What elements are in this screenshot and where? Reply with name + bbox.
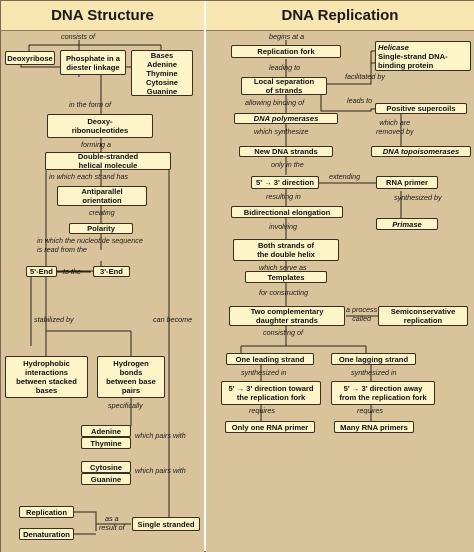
away-from-fork-box: 5' → 3' direction away from the replicat… bbox=[331, 381, 435, 405]
label-to-the: to the bbox=[63, 267, 81, 276]
deoxyribose-box: Deoxyribose bbox=[5, 51, 55, 65]
label-a-process-called: a process called bbox=[346, 305, 378, 323]
label-which-synthesize: which synthesize bbox=[254, 127, 309, 136]
label-forming-a: forming a bbox=[81, 140, 111, 149]
local-separation-box: Local separation of strands bbox=[241, 77, 327, 95]
label-leading-to: leading to bbox=[269, 63, 301, 72]
deoxyribonucleotides-box: Deoxy- ribonucleotides bbox=[47, 114, 153, 138]
label-involving: involving bbox=[269, 222, 297, 231]
polarity-box: Polarity bbox=[69, 223, 133, 234]
adenine-box: Adenine bbox=[81, 425, 131, 437]
label-nucleotide-sequence: in which the nucleotide sequence is read… bbox=[37, 236, 143, 254]
label-facilitated-by: facilitated by bbox=[345, 72, 385, 81]
rna-primer-box: RNA primer bbox=[376, 176, 438, 189]
dna-replication-header: DNA Replication bbox=[206, 1, 474, 31]
two-daughter-strands-box: Two complementary daughter strands bbox=[229, 306, 345, 326]
label-synthesized-in-1: synthesized in bbox=[241, 368, 287, 377]
label-consisting-of: consisting of bbox=[263, 328, 303, 337]
guanine-box: Guanine bbox=[81, 473, 131, 485]
five-prime-end-box: 5'-End bbox=[26, 266, 57, 277]
hydrogen-bonds-box: Hydrogen bonds between base pairs bbox=[97, 356, 165, 398]
label-stabilized-by: stabilized by bbox=[34, 315, 74, 324]
replication-box: Replication bbox=[19, 506, 74, 518]
dna-structure-header: DNA Structure bbox=[1, 1, 204, 31]
only-one-rna-primer-box: Only one RNA primer bbox=[225, 421, 315, 433]
single-stranded-box: Single stranded bbox=[132, 517, 200, 531]
bases-box: Bases Adenine Thymine Cytosine Guanine bbox=[131, 50, 193, 96]
label-synthesized-in-2: synthesized in bbox=[351, 368, 397, 377]
label-requires-2: requires bbox=[357, 406, 383, 415]
dna-polymerases-box: DNA polymerases bbox=[234, 113, 338, 124]
helicase-ssb-box: Helicase Single-strand DNA- binding prot… bbox=[375, 41, 471, 71]
label-which-serve-as: which serve as bbox=[259, 263, 307, 272]
helicase-text: Helicase bbox=[378, 43, 409, 52]
label-consists-of: consists of bbox=[61, 32, 95, 41]
label-can-become: can become bbox=[153, 315, 193, 324]
hydrophobic-box: Hydrophobic interactions between stacked… bbox=[5, 356, 88, 398]
label-for-constructing: for constructing bbox=[259, 288, 309, 297]
label-pairs-with-1: which pairs with bbox=[135, 431, 186, 440]
label-creating: creating bbox=[89, 208, 115, 217]
base-guanine: Guanine bbox=[146, 86, 178, 96]
many-rna-primers-box: Many RNA primers bbox=[334, 421, 414, 433]
label-as-a-result-of: as a result of bbox=[99, 514, 125, 532]
new-dna-strands-box: New DNA strands bbox=[239, 146, 333, 157]
denaturation-box: Denaturation bbox=[19, 528, 74, 540]
label-removed-by: which are removed by bbox=[376, 118, 414, 136]
label-allowing-binding: allowing binding of bbox=[245, 98, 305, 107]
label-resulting-in: resulting in bbox=[266, 192, 301, 201]
thymine-box: Thymine bbox=[81, 437, 131, 449]
ssb-text: Single-strand DNA- binding protein bbox=[378, 52, 448, 70]
templates-box: Templates bbox=[245, 271, 327, 283]
label-begins-at: begins at a bbox=[269, 32, 305, 41]
base-adenine: Adenine bbox=[147, 59, 177, 69]
semiconservative-box: Semiconservative replication bbox=[378, 306, 468, 326]
label-in-form-of: in the form of bbox=[69, 100, 111, 109]
label-synthesized-by: synthesized by bbox=[394, 193, 442, 202]
replication-fork-box: Replication fork bbox=[231, 45, 341, 58]
bases-title: Bases bbox=[150, 50, 174, 60]
both-strands-box: Both strands of the double helix bbox=[233, 239, 339, 261]
lagging-strand-box: One lagging strand bbox=[331, 353, 416, 365]
phosphate-box: Phosphate in a diester linkage bbox=[60, 50, 126, 75]
label-leads-to: leads to bbox=[347, 96, 373, 105]
leading-strand-box: One leading strand bbox=[226, 353, 314, 365]
label-requires-1: requires bbox=[249, 406, 275, 415]
label-only-in-the: only in the bbox=[271, 160, 304, 169]
label-specifically: specifically bbox=[108, 401, 143, 410]
primase-box: Primase bbox=[376, 218, 438, 230]
bidirectional-elongation-box: Bidirectional elongation bbox=[231, 206, 343, 218]
antiparallel-box: Antiparallel orientation bbox=[57, 186, 147, 206]
double-helix-box: Double-stranded helical molecule bbox=[45, 152, 171, 170]
five-to-three-direction-box: 5' → 3' direction bbox=[251, 176, 319, 189]
positive-supercoils-box: Positive supercoils bbox=[375, 103, 467, 114]
toward-fork-box: 5' → 3' direction toward the replication… bbox=[221, 381, 321, 405]
label-in-which-each: in which each strand has bbox=[49, 172, 129, 181]
dna-topoisomerases-box: DNA topoisomerases bbox=[371, 146, 471, 157]
base-thymine: Thymine bbox=[146, 68, 178, 78]
cytosine-box: Cytosine bbox=[81, 461, 131, 473]
label-pairs-with-2: which pairs with bbox=[135, 466, 186, 475]
label-extending: extending bbox=[329, 172, 361, 181]
base-cytosine: Cytosine bbox=[145, 77, 179, 87]
three-prime-end-box: 3'-End bbox=[93, 266, 130, 277]
